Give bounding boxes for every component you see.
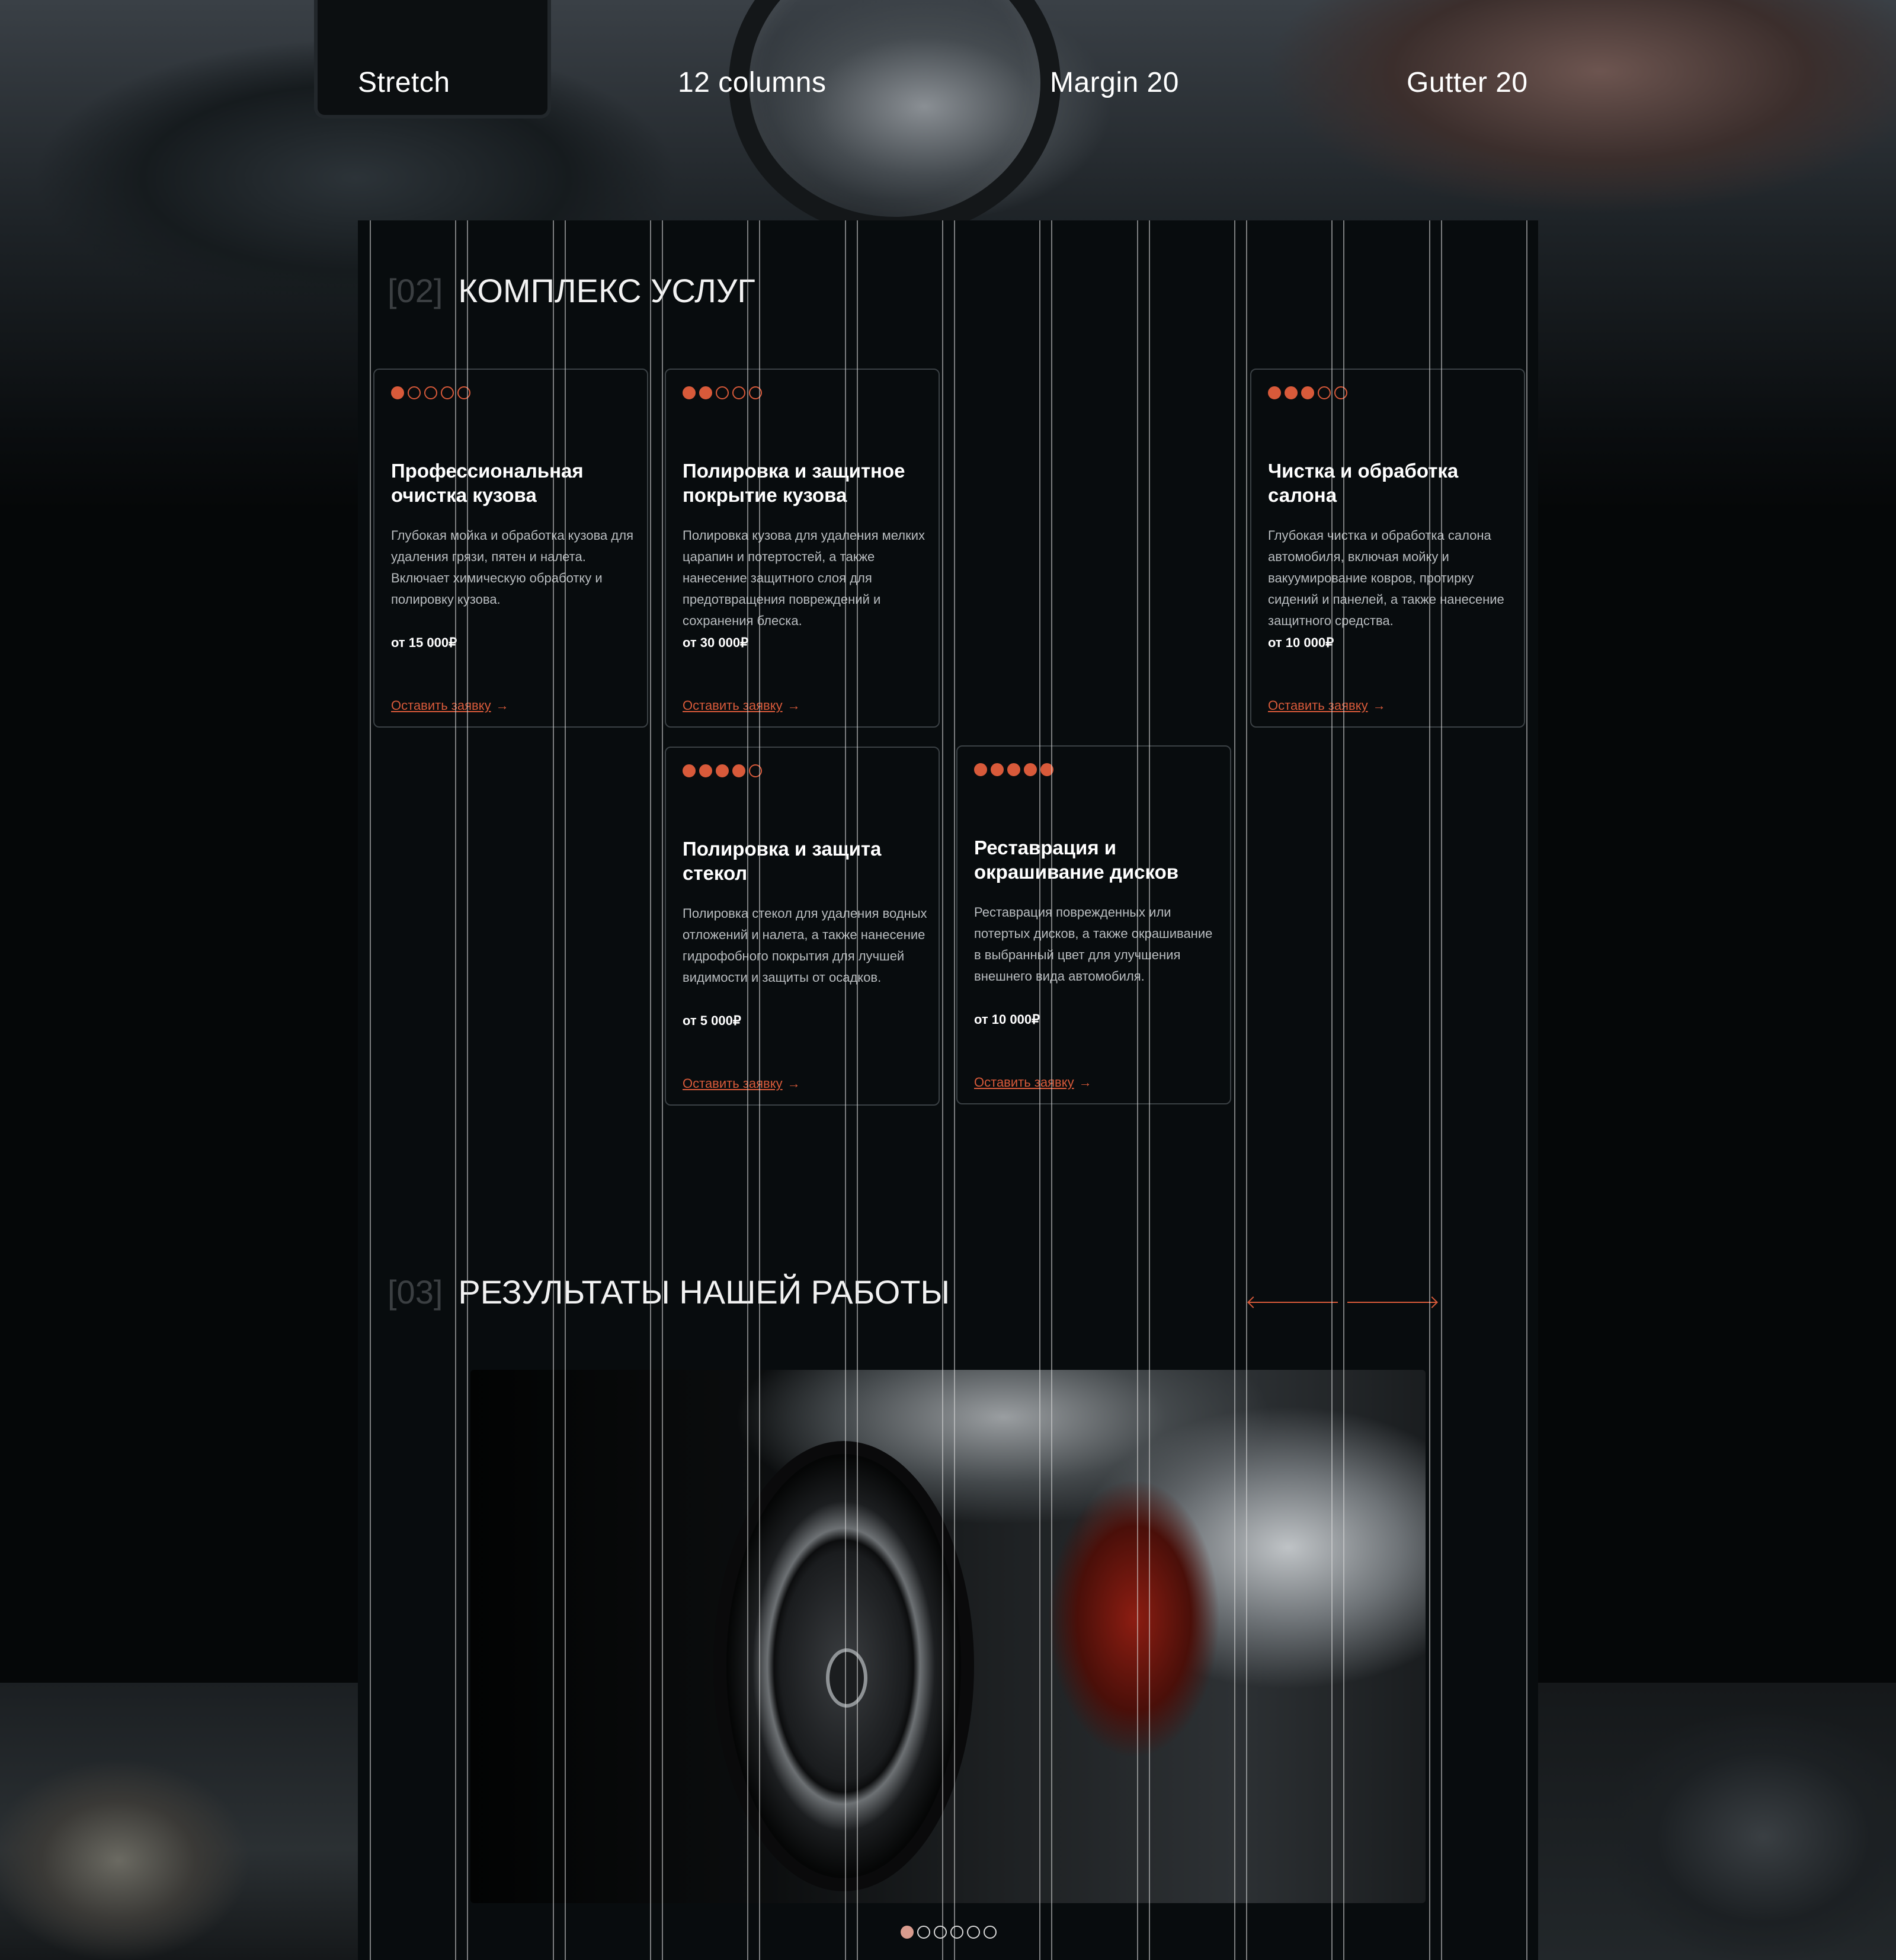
level-dot: [1334, 386, 1347, 399]
results-title: РЕЗУЛЬТАТЫ НАШЕЙ РАБОТЫ: [458, 1273, 950, 1311]
results-gallery-image: [470, 1370, 1426, 1903]
arrow-right-icon: [1347, 1302, 1436, 1303]
level-dot: [683, 386, 696, 399]
service-card-title: Полировка и защита стекол: [683, 838, 882, 884]
slider-page-dot[interactable]: [984, 1926, 997, 1939]
slider-next-button[interactable]: [1347, 1296, 1438, 1308]
slider-page-dot[interactable]: [917, 1926, 930, 1939]
services-heading: [02] КОМПЛЕКС УСЛУГ: [387, 271, 755, 310]
level-dot: [1268, 386, 1281, 399]
service-card-description: Глубокая чистка и обработка салона автом…: [1268, 528, 1504, 628]
level-dot: [683, 764, 696, 777]
request-link-label: Оставить заявку: [974, 1075, 1074, 1090]
level-dot: [991, 763, 1004, 776]
service-card-price: от 5 000₽: [683, 1013, 741, 1028]
level-dot: [391, 386, 404, 399]
dashboard-screen: [314, 0, 551, 119]
request-link[interactable]: Оставить заявку →: [683, 698, 800, 713]
caption-layout: Stretch: [358, 67, 450, 98]
arrow-right-icon: →: [787, 698, 800, 713]
car-wheel-hub: [826, 1648, 867, 1708]
level-dot: [716, 764, 729, 777]
service-card-price: от 15 000₽: [391, 635, 457, 650]
caption-columns: 12 columns: [678, 67, 827, 98]
arrow-right-icon: →: [495, 698, 509, 713]
level-dot: [1285, 386, 1298, 399]
arrow-right-icon: →: [787, 1076, 800, 1091]
slider-page-dot[interactable]: [967, 1926, 980, 1939]
service-card-description: Глубокая мойка и обработка кузова для уд…: [391, 528, 633, 607]
background-seat-photo: [1538, 1683, 1896, 1960]
caption-gutter: Gutter 20: [1407, 67, 1528, 98]
service-card-title: Чистка и обработка салона: [1268, 460, 1459, 506]
level-dot: [699, 764, 712, 777]
service-level-indicator: [974, 763, 1053, 776]
slider-prev-button[interactable]: [1247, 1296, 1338, 1308]
results-number: [03]: [387, 1273, 443, 1311]
request-link[interactable]: Оставить заявку →: [1268, 698, 1386, 713]
service-card-title: Реставрация и окрашивание дисков: [974, 837, 1179, 883]
service-card-description: Полировка стекол для удаления водных отл…: [683, 906, 927, 985]
level-dot: [1040, 763, 1053, 776]
services-title: КОМПЛЕКС УСЛУГ: [458, 272, 755, 309]
background-mirror-photo: [0, 1683, 358, 1960]
slider-pagination: [901, 1926, 997, 1939]
level-dot: [732, 386, 745, 399]
level-dot: [424, 386, 437, 399]
request-link-label: Оставить заявку: [391, 698, 491, 713]
request-link-label: Оставить заявку: [683, 1076, 783, 1091]
caption-margin: Margin 20: [1050, 67, 1179, 98]
level-dot: [1301, 386, 1314, 399]
level-dot: [749, 386, 762, 399]
level-dot: [441, 386, 454, 399]
grid-line: [1526, 220, 1527, 1960]
request-link-label: Оставить заявку: [683, 698, 783, 713]
level-dot: [749, 764, 762, 777]
service-card-description: Полировка кузова для удаления мелких цар…: [683, 528, 925, 628]
arrow-right-icon: →: [1372, 698, 1386, 713]
grid-line: [370, 220, 371, 1960]
request-link[interactable]: Оставить заявку →: [683, 1076, 800, 1091]
level-dot: [457, 386, 470, 399]
service-level-indicator: [683, 764, 762, 777]
level-dot: [1024, 763, 1037, 776]
level-dot: [1318, 386, 1331, 399]
level-dot: [699, 386, 712, 399]
level-dot: [408, 386, 421, 399]
level-dot: [974, 763, 987, 776]
level-dot: [1007, 763, 1020, 776]
request-link[interactable]: Оставить заявку →: [974, 1075, 1092, 1090]
service-card-price: от 10 000₽: [1268, 635, 1334, 650]
service-card-title: Полировка и защитное покрытие кузова: [683, 460, 905, 506]
arrow-right-icon: →: [1078, 1075, 1092, 1090]
level-dot: [716, 386, 729, 399]
service-card-description: Реставрация поврежденных или потертых ди…: [974, 905, 1213, 984]
service-level-indicator: [683, 386, 762, 399]
service-card-price: от 10 000₽: [974, 1012, 1040, 1027]
slider-page-dot[interactable]: [950, 1926, 963, 1939]
steering-wheel: [729, 0, 1061, 237]
service-level-indicator: [1268, 386, 1347, 399]
slider-page-dot[interactable]: [901, 1926, 914, 1939]
arrow-left-icon: [1249, 1302, 1338, 1303]
services-number: [02]: [387, 272, 443, 309]
slider-page-dot[interactable]: [934, 1926, 947, 1939]
request-link-label: Оставить заявку: [1268, 698, 1368, 713]
request-link[interactable]: Оставить заявку →: [391, 698, 509, 713]
service-level-indicator: [391, 386, 470, 399]
service-card-title: Профессиональная очистка кузова: [391, 460, 584, 506]
level-dot: [732, 764, 745, 777]
layout-frame: [02] КОМПЛЕКС УСЛУГ Профессиональная очис…: [358, 220, 1538, 1960]
results-heading: [03] РЕЗУЛЬТАТЫ НАШЕЙ РАБОТЫ: [387, 1273, 950, 1311]
service-card-price: от 30 000₽: [683, 635, 749, 650]
